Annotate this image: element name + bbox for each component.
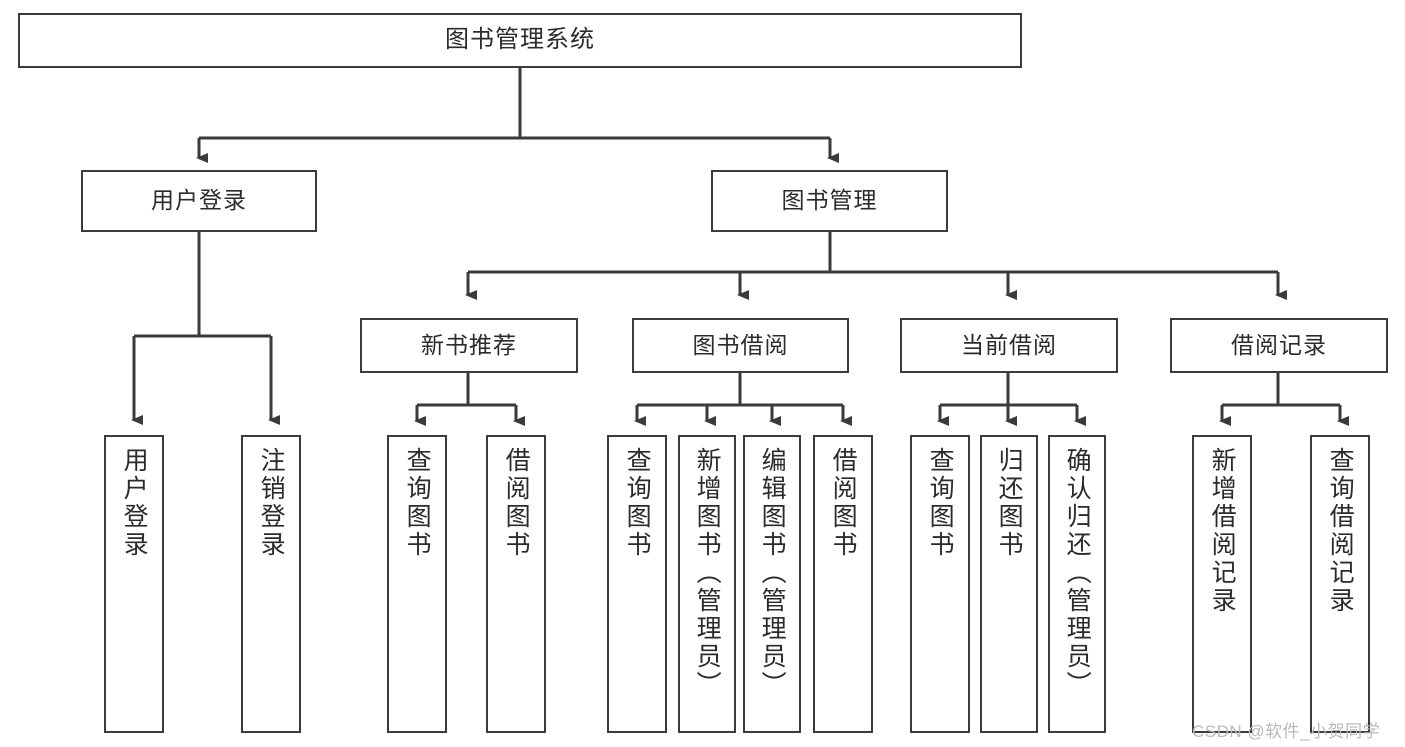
node-leaf-add-book[interactable]: 新增图书（管理员）: [678, 435, 736, 733]
node-label: 编辑图书（管理员）: [758, 447, 787, 699]
node-label: 查询图书: [926, 447, 955, 559]
node-label: 借阅图书: [502, 447, 531, 559]
node-leaf-user-login[interactable]: 用户登录: [104, 435, 164, 733]
node-label: 当前借阅: [961, 331, 1057, 358]
node-root-system[interactable]: 图书管理系统: [18, 13, 1022, 68]
node-leaf-edit-book[interactable]: 编辑图书（管理员）: [743, 435, 801, 733]
node-leaf-query-book-1[interactable]: 查询图书: [387, 435, 447, 733]
node-label: 用户登录: [151, 187, 247, 214]
node-leaf-return-book[interactable]: 归还图书: [980, 435, 1038, 733]
node-book-manage[interactable]: 图书管理: [711, 170, 948, 232]
node-book-borrow[interactable]: 图书借阅: [632, 318, 849, 373]
node-label: 图书借阅: [692, 331, 789, 358]
node-borrow-record[interactable]: 借阅记录: [1170, 318, 1388, 373]
node-leaf-logout-login[interactable]: 注销登录: [241, 435, 301, 733]
node-label: 查询借阅记录: [1326, 447, 1355, 615]
node-leaf-query-book-2[interactable]: 查询图书: [607, 435, 667, 733]
node-new-book-recommend[interactable]: 新书推荐: [360, 318, 578, 373]
node-leaf-borrow-book-1[interactable]: 借阅图书: [486, 435, 546, 733]
node-label: 借阅图书: [829, 447, 858, 559]
node-label: 确认归还（管理员）: [1063, 447, 1092, 699]
node-label: 借阅记录: [1231, 331, 1327, 358]
node-label: 注销登录: [257, 447, 286, 559]
node-label: 新增图书（管理员）: [693, 447, 722, 699]
node-user-login[interactable]: 用户登录: [81, 170, 317, 232]
node-leaf-confirm-return[interactable]: 确认归还（管理员）: [1048, 435, 1106, 733]
node-leaf-add-record[interactable]: 新增借阅记录: [1192, 435, 1252, 733]
node-label: 新书推荐: [421, 331, 517, 358]
node-leaf-borrow-book-2[interactable]: 借阅图书: [813, 435, 873, 733]
node-label: 归还图书: [995, 447, 1024, 559]
csdn-watermark: CSDN @软件_小贺同学: [1192, 722, 1381, 741]
node-label: 新增借阅记录: [1208, 447, 1237, 615]
node-label: 图书管理: [781, 187, 878, 214]
node-leaf-query-book-3[interactable]: 查询图书: [910, 435, 970, 733]
node-label: 查询图书: [623, 447, 652, 559]
node-label: 查询图书: [403, 447, 432, 559]
node-label: 图书管理系统: [445, 26, 595, 54]
node-current-borrow[interactable]: 当前借阅: [900, 318, 1118, 373]
node-label: 用户登录: [120, 447, 149, 559]
node-leaf-query-record[interactable]: 查询借阅记录: [1310, 435, 1370, 733]
